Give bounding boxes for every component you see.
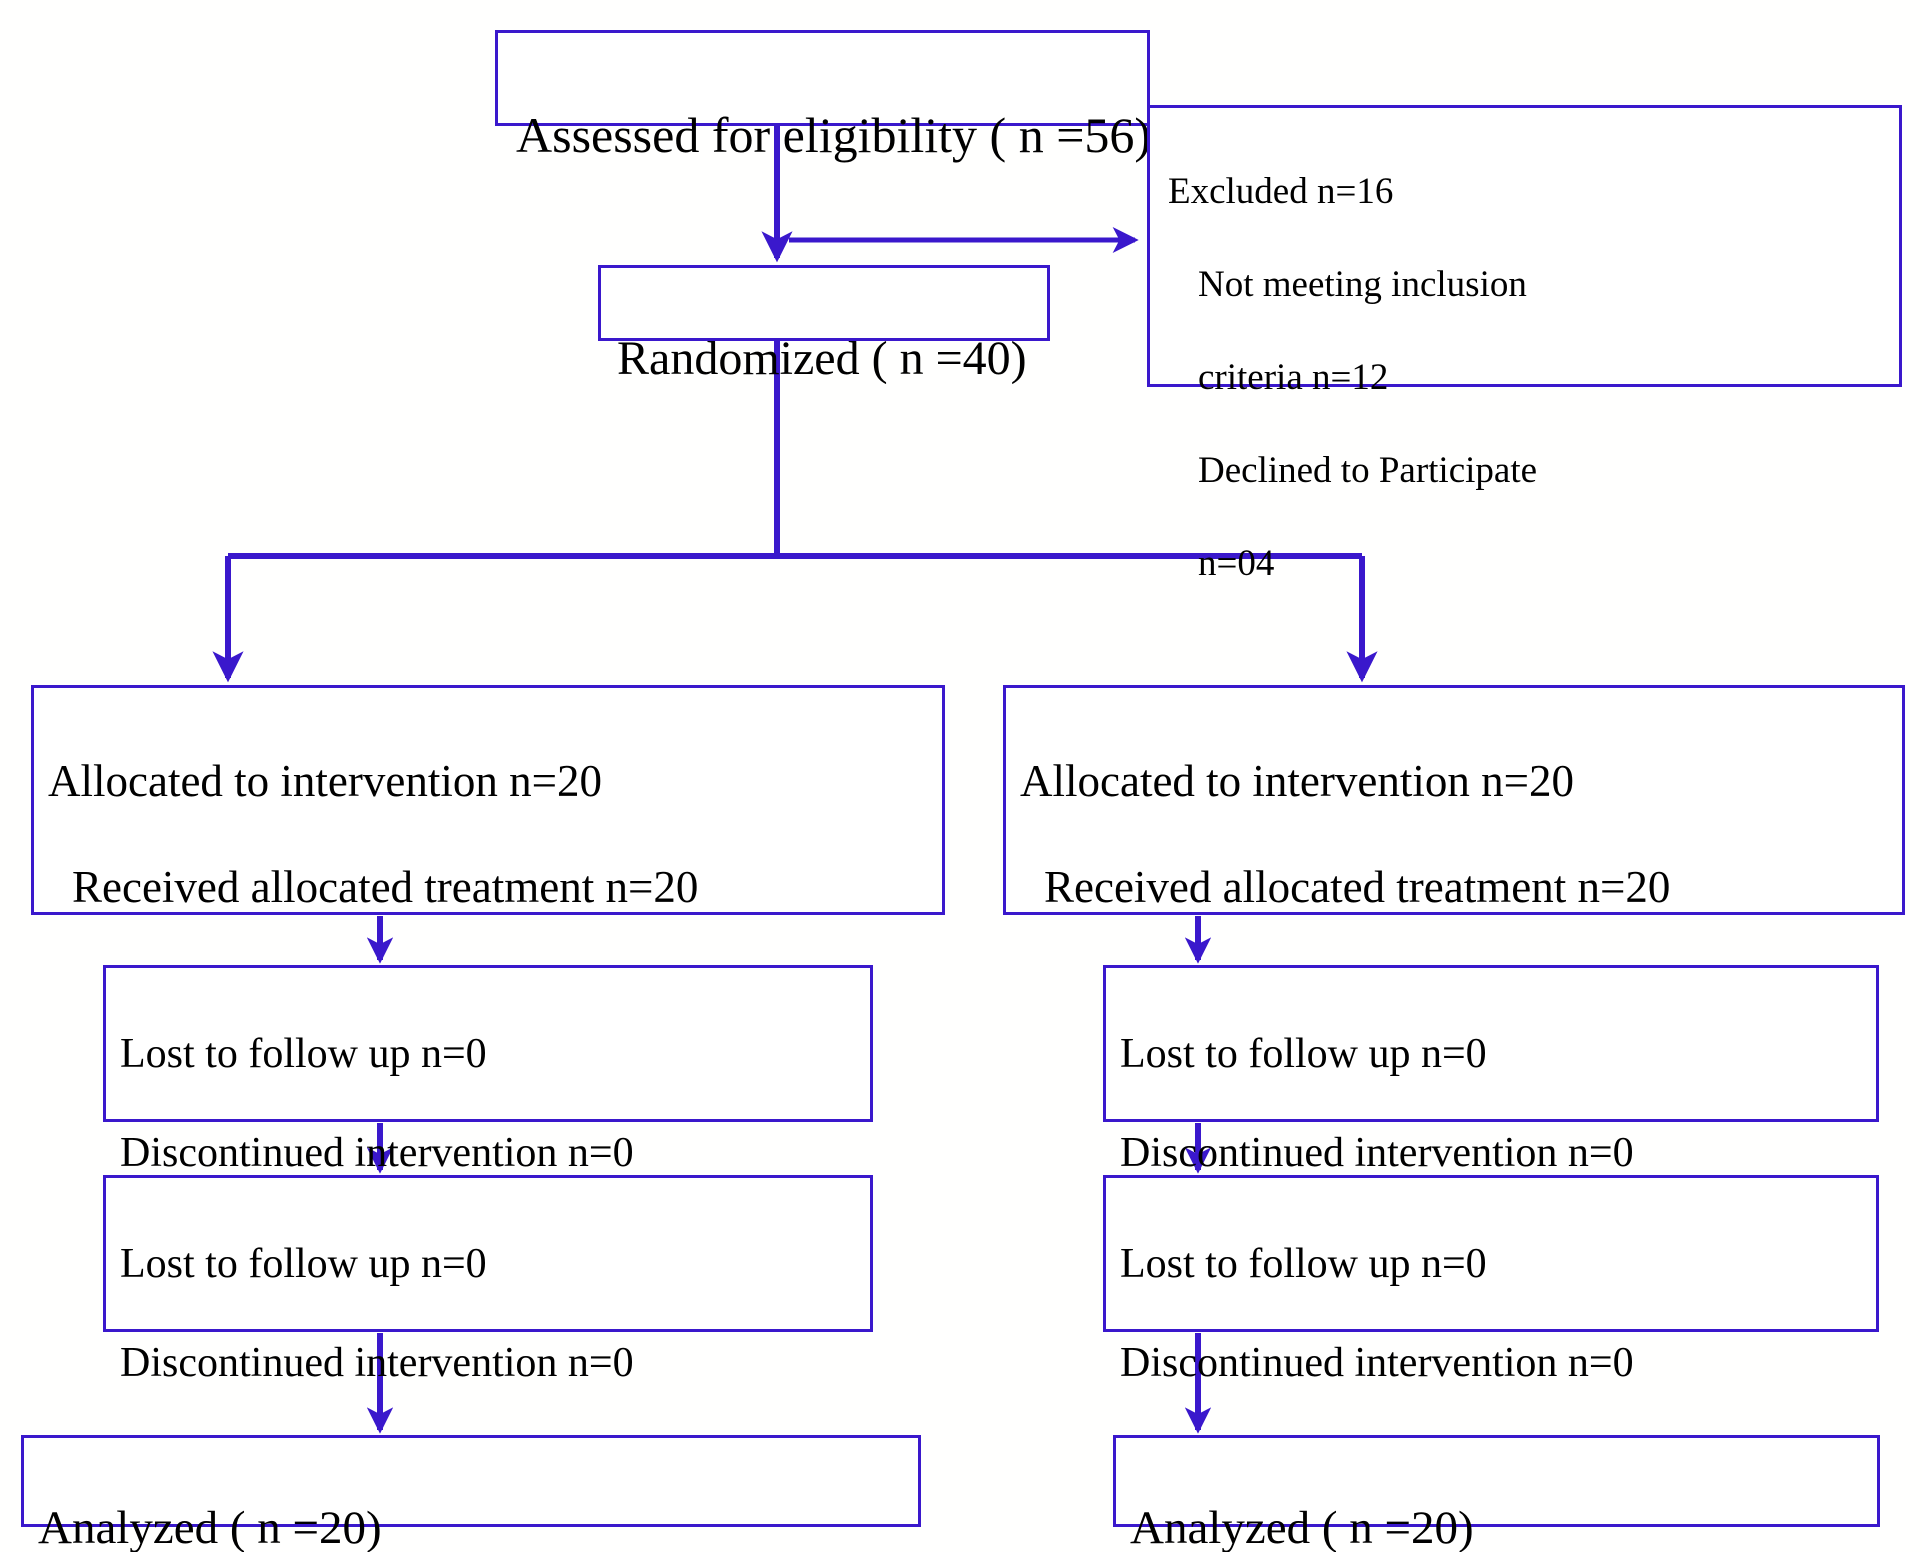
allocation-left-line1: Allocated to intervention n=20 (48, 756, 602, 807)
followup-left-1-lost: Lost to follow up n=0 (120, 1030, 487, 1077)
randomized-label: Randomized ( n =40) (617, 331, 1027, 385)
followup-left-1-discontinued: Discontinued intervention n=0 (120, 1129, 634, 1176)
analyzed-left-label: Analyzed ( n =20) (38, 1502, 382, 1552)
node-followup-right-2: Lost to follow up n=0 Discontinued inter… (1103, 1175, 1879, 1386)
allocation-right-line1: Allocated to intervention n=20 (1020, 756, 1574, 807)
allocation-right-line2: Received allocated treatment n=20 (1044, 862, 1671, 913)
node-excluded: Excluded n=16 Not meeting inclusion crit… (1147, 105, 1902, 584)
excluded-total-label: Excluded n=16 (1168, 170, 1394, 212)
node-followup-right-1: Lost to follow up n=0 Discontinued inter… (1103, 965, 1879, 1176)
node-allocation-left: Allocated to intervention n=20 Received … (31, 685, 945, 915)
allocation-left-line2: Received allocated treatment n=20 (72, 862, 699, 913)
followup-left-2-discontinued: Discontinued intervention n=0 (120, 1339, 634, 1386)
node-allocation-right: Allocated to intervention n=20 Received … (1003, 685, 1905, 915)
followup-right-1-lost: Lost to follow up n=0 (1120, 1030, 1487, 1077)
assessed-label: Assessed for eligibility ( n =56) (516, 107, 1152, 163)
excluded-declined-count: n=04 (1198, 543, 1275, 585)
node-analyzed-right: Analyzed ( n =20) (1113, 1435, 1880, 1552)
followup-right-1-discontinued: Discontinued intervention n=0 (1120, 1129, 1634, 1176)
followup-right-2-lost: Lost to follow up n=0 (1120, 1240, 1487, 1287)
followup-right-2-discontinued: Discontinued intervention n=0 (1120, 1339, 1634, 1386)
excluded-declined-label: Declined to Participate (1198, 450, 1538, 492)
node-followup-left-2: Lost to follow up n=0 Discontinued inter… (103, 1175, 873, 1386)
excluded-criteria-label-part1: Not meeting inclusion (1198, 263, 1527, 305)
node-analyzed-left: Analyzed ( n =20) (21, 1435, 921, 1552)
followup-left-2-lost: Lost to follow up n=0 (120, 1240, 487, 1287)
node-followup-left-1: Lost to follow up n=0 Discontinued inter… (103, 965, 873, 1176)
analyzed-right-label: Analyzed ( n =20) (1130, 1502, 1474, 1552)
node-assessed-for-eligibility: Assessed for eligibility ( n =56) (495, 30, 1151, 163)
node-randomized: Randomized ( n =40) (598, 265, 1050, 385)
excluded-criteria-label-part2: criteria n=12 (1198, 357, 1389, 399)
